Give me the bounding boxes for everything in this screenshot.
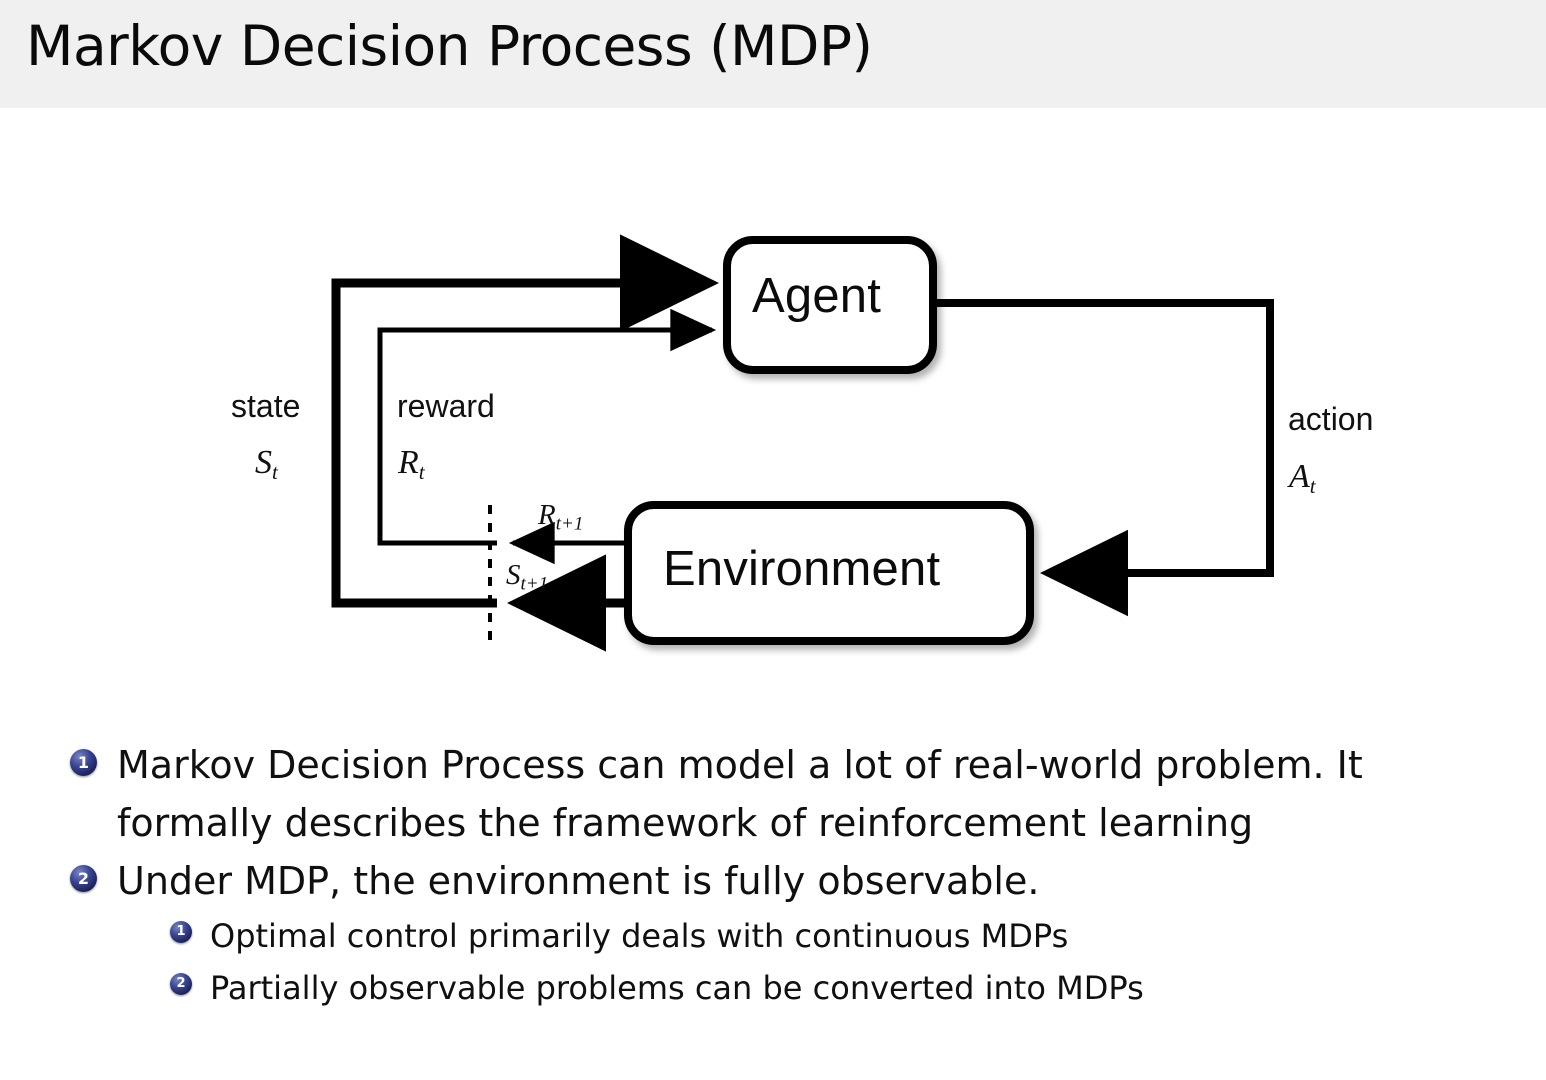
mdp-agent-environment-diagram: Agent Environment state St reward Rt act…	[0, 108, 1546, 718]
diagram-canvas	[331, 234, 1274, 652]
environment-node-label: Environment	[663, 542, 941, 596]
bullet-list: 1 Markov Decision Process can model a lo…	[0, 736, 1546, 1014]
reward-symbol: Rt	[398, 444, 425, 485]
slide-header-band	[0, 0, 1546, 108]
sub-bullet-marker-1: 1	[170, 921, 192, 943]
state-label-word: state	[231, 388, 301, 424]
reward-next-base: R	[538, 499, 556, 531]
sub-list-item-text: Optimal control primarily deals with con…	[210, 917, 1069, 955]
reward-label-word: reward	[397, 388, 495, 424]
bullet-marker-1: 1	[70, 749, 97, 776]
action-symbol: At	[1289, 458, 1316, 499]
page-title: Markov Decision Process (MDP)	[26, 14, 873, 78]
state-feedback-path	[331, 234, 719, 608]
state-symbol-base: S	[255, 444, 272, 481]
sub-list-item[interactable]: 2 Partially observable problems can be c…	[170, 962, 1546, 1014]
reward-next-subscript: t+1	[555, 513, 584, 535]
action-symbol-subscript: t	[1309, 473, 1316, 498]
reward-symbol-base: R	[398, 444, 419, 481]
reward-next-symbol: Rt+1	[538, 499, 583, 535]
action-label-word: action	[1288, 401, 1374, 437]
bullet-marker-2: 2	[70, 865, 97, 892]
state-symbol-subscript: t	[272, 459, 278, 484]
sub-bullet-marker-2: 2	[170, 973, 192, 995]
sub-list-item[interactable]: 1 Optimal control primarily deals with c…	[170, 910, 1546, 962]
action-symbol-base: A	[1289, 458, 1310, 495]
state-next-base: S	[506, 559, 521, 591]
agent-node-label: Agent	[752, 269, 882, 323]
state-next-subscript: t+1	[520, 573, 549, 595]
list-item-text: Markov Decision Process can model a lot …	[117, 743, 1363, 845]
state-symbol: St	[255, 444, 278, 485]
list-item-text: Under MDP, the environment is fully obse…	[117, 859, 1040, 903]
list-item[interactable]: 2 Under MDP, the environment is fully ob…	[70, 852, 1546, 910]
reward-symbol-subscript: t	[418, 459, 425, 484]
reward-feedback-path	[377, 308, 717, 546]
environment-node[interactable]	[624, 501, 1034, 645]
sub-list-item-text: Partially observable problems can be con…	[210, 969, 1144, 1007]
action-path	[933, 299, 1274, 617]
list-item[interactable]: 1 Markov Decision Process can model a lo…	[70, 736, 1546, 852]
state-next-symbol: St+1	[506, 559, 548, 595]
agent-node[interactable]	[723, 236, 937, 374]
